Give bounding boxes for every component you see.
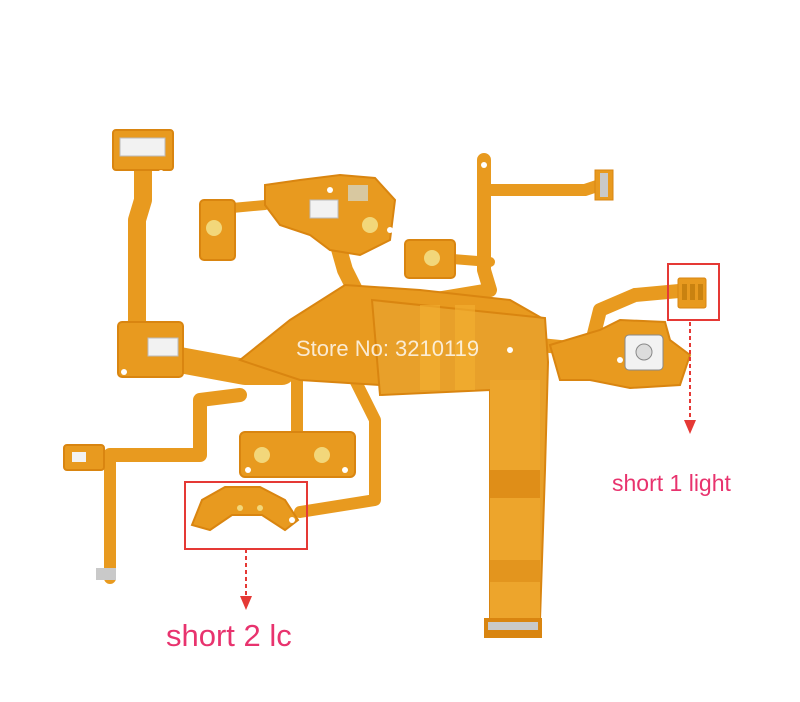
annotation-short-2: short 2 lc — [166, 618, 292, 653]
store-watermark: Store No: 3210119 — [296, 336, 480, 361]
annotation-short-1: short 1 light — [612, 470, 731, 496]
callout-box-short-1 — [667, 263, 720, 321]
annotation-marks — [184, 263, 720, 610]
flex-cable-boards — [63, 129, 707, 638]
